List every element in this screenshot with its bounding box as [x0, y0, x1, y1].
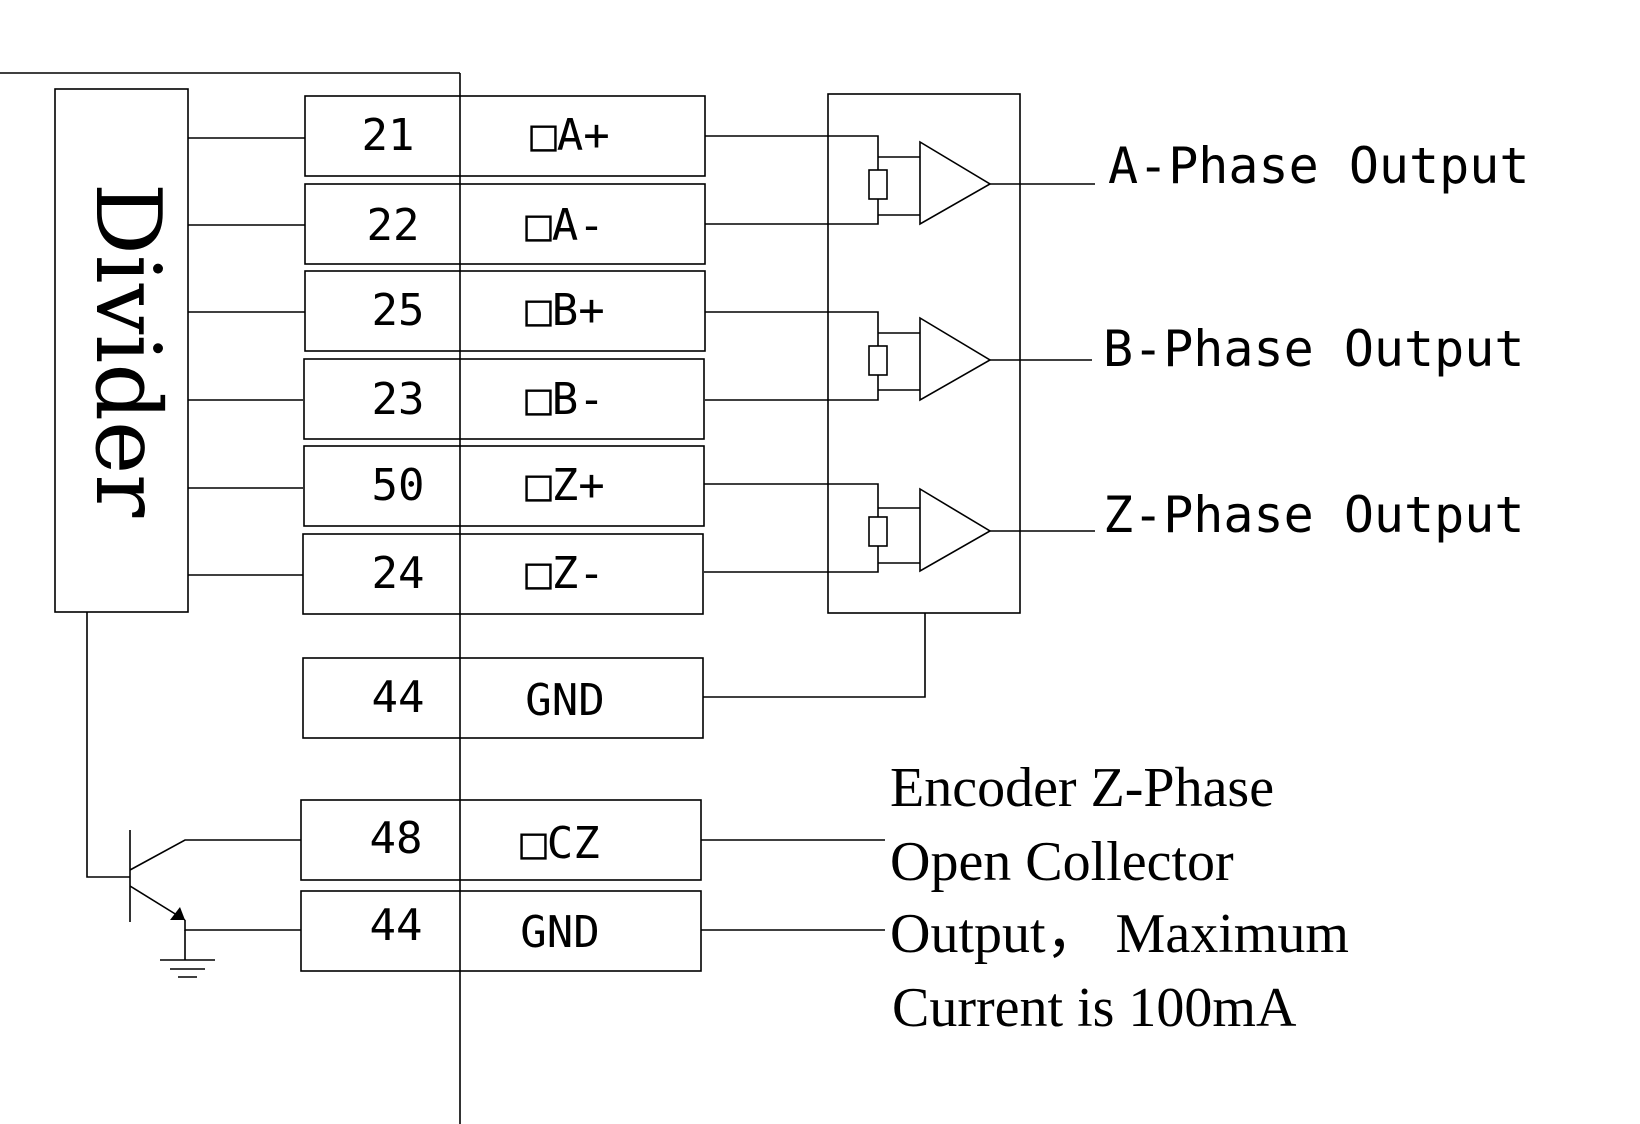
terminal-row: 25 □B+	[304, 270, 706, 352]
pin-number: 23	[372, 374, 425, 425]
amplifier-icon	[919, 140, 992, 226]
divider-label: Divider	[75, 183, 180, 518]
terminal-row: 44 GND	[302, 657, 704, 739]
pin-number: 50	[372, 460, 425, 511]
receiver-z	[704, 483, 1095, 573]
transistor	[86, 612, 301, 960]
signal-name: □Z+	[525, 460, 604, 511]
pin-number: 44	[370, 900, 423, 951]
pin-number: 21	[362, 110, 415, 161]
signal-name: □A-	[525, 200, 604, 251]
amplifier-icon	[919, 316, 992, 402]
note-line: Open Collector	[890, 831, 1234, 893]
divider-block: Divider	[54, 88, 189, 613]
signal-name: □Z-	[525, 548, 604, 599]
terminal-row: 22 □A-	[304, 183, 706, 265]
signal-name: □A+	[530, 110, 609, 161]
open-collector-note: Encoder Z-Phase Open Collector Output， M…	[890, 757, 1349, 1039]
z-phase-output-label: Z-Phase Output	[1103, 486, 1524, 544]
gnd-wire	[703, 613, 926, 698]
receiver-b	[705, 311, 1092, 402]
pin-number: 48	[370, 813, 423, 864]
b-phase-output-label: B-Phase Output	[1103, 320, 1524, 378]
receiver-a	[705, 135, 1095, 226]
a-phase-output-label: A-Phase Output	[1108, 137, 1529, 195]
note-line: Current is 100mA	[892, 977, 1297, 1039]
signal-name: GND	[520, 907, 599, 958]
pin-number: 25	[372, 285, 425, 336]
terminal-row: 50 □Z+	[303, 445, 705, 527]
signal-name: □B+	[525, 285, 604, 336]
terminal-row: 23 □B-	[303, 358, 705, 440]
terminal-row: 48 □CZ	[300, 799, 702, 881]
amplifier-icon	[919, 487, 992, 573]
cable-frame	[0, 72, 461, 1124]
note-line: Encoder Z-Phase	[890, 757, 1274, 819]
receiver-block	[827, 93, 1021, 614]
signal-name: GND	[525, 675, 604, 726]
terminal-row: 21 □A+	[304, 95, 706, 177]
signal-name: □CZ	[520, 818, 599, 869]
terminal-row: 44 GND	[300, 890, 702, 972]
pin-number: 22	[367, 200, 420, 251]
signal-name: □B-	[525, 374, 604, 425]
pin-number: 24	[372, 548, 425, 599]
pin-number: 44	[372, 672, 425, 723]
divider-wires	[188, 137, 305, 576]
ground-icon	[160, 959, 215, 978]
terminal-row: 24 □Z-	[302, 533, 704, 615]
note-line: Output， Maximum	[890, 903, 1349, 965]
emitter-arrow-icon	[170, 907, 185, 920]
